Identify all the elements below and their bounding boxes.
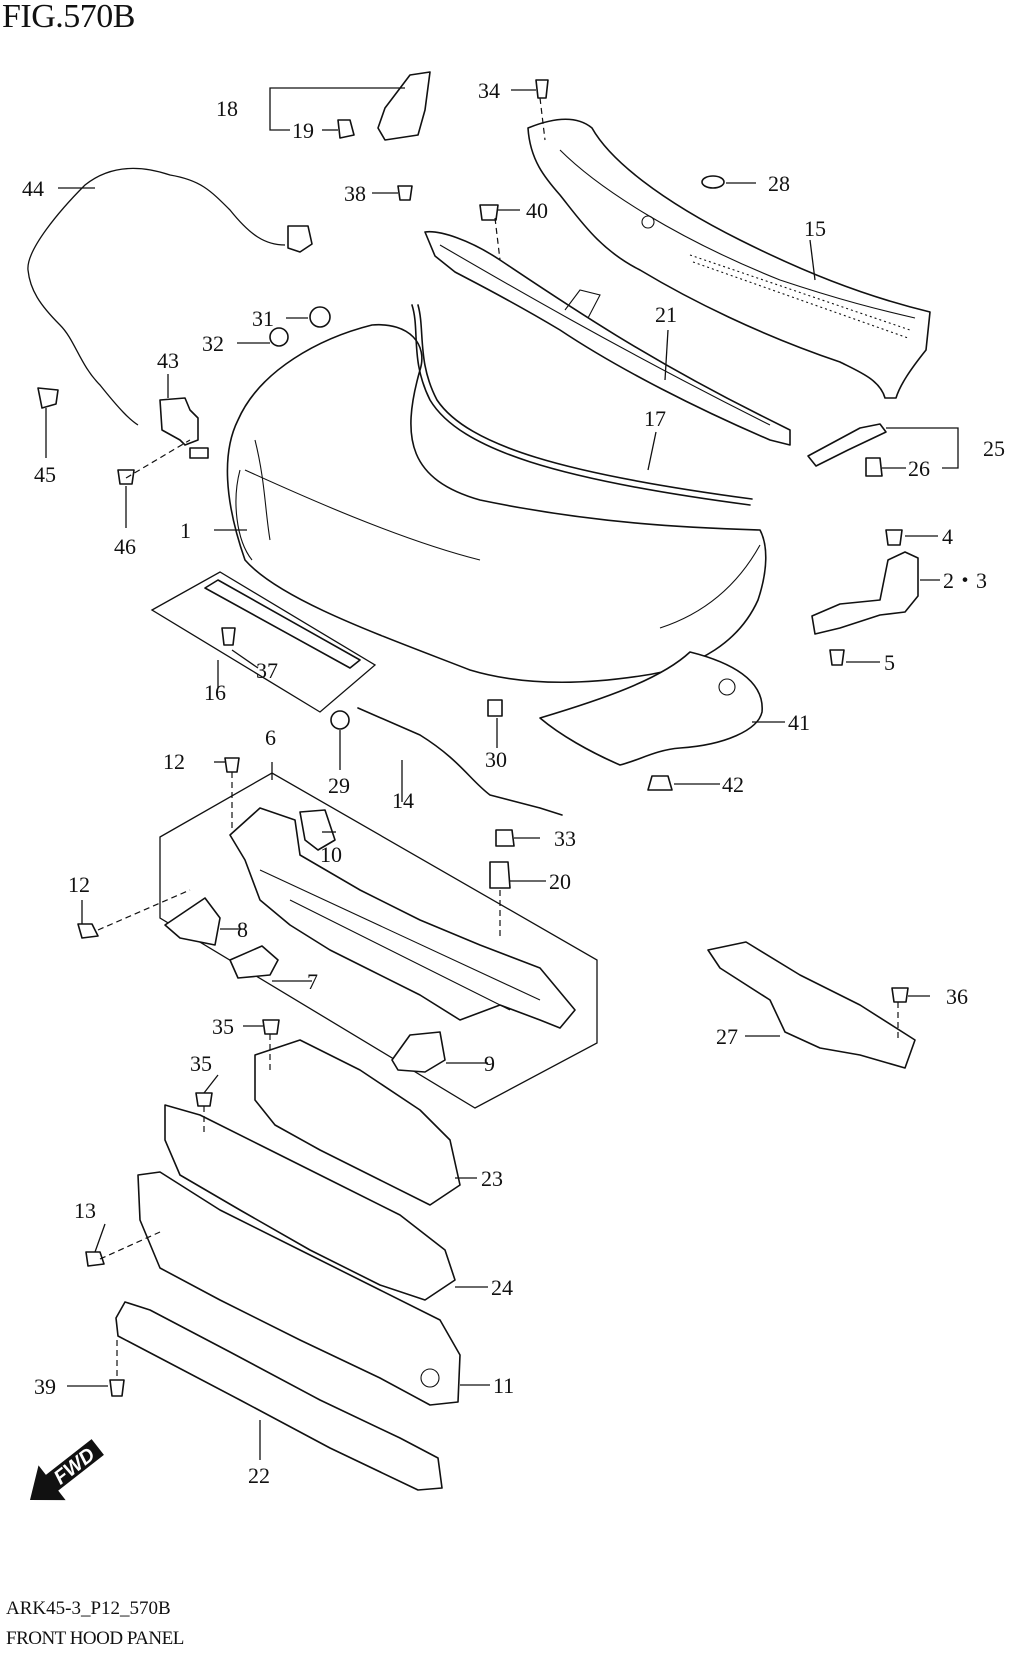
callout-21: 21: [655, 302, 677, 327]
callout-41: 41: [788, 710, 810, 735]
callout-12a: 12: [163, 749, 185, 774]
cap-28[interactable]: [701, 175, 725, 189]
air-duct-24[interactable]: [164, 1104, 456, 1301]
bolt-39[interactable]: [109, 1379, 125, 1397]
callout-22: 22: [248, 1463, 270, 1488]
callout-6: 6: [265, 725, 276, 750]
bracket-8[interactable]: [164, 897, 221, 946]
bracket-10[interactable]: [299, 809, 336, 851]
callout-20: 20: [549, 869, 571, 894]
cable-connector: [287, 225, 313, 253]
stay-holder-33[interactable]: [495, 829, 515, 847]
callout-27: 27: [716, 1024, 738, 1049]
callout-34: 34: [478, 78, 500, 103]
radiator-core-upper-member[interactable]: [229, 807, 576, 1029]
callout-40: 40: [526, 198, 548, 223]
callout-5: 5: [884, 650, 895, 675]
bumper-32[interactable]: [269, 327, 289, 347]
bolt-4[interactable]: [885, 529, 903, 546]
hood-weatherstrip[interactable]: [411, 304, 753, 506]
bolt-5[interactable]: [829, 649, 845, 666]
callout-43: 43: [157, 348, 179, 373]
callout-28: 28: [768, 171, 790, 196]
hood-release-cable[interactable]: [27, 167, 286, 426]
cowl-top-panel[interactable]: [527, 118, 931, 399]
bolt-35b[interactable]: [195, 1092, 213, 1107]
callout-44: 44: [22, 176, 44, 201]
clip-19[interactable]: [337, 119, 355, 139]
callout-19: 19: [292, 118, 314, 143]
callout-36: 36: [946, 984, 968, 1009]
cushion-20[interactable]: [489, 861, 511, 889]
callout-37: 37: [256, 658, 278, 683]
callout-23: 23: [481, 1166, 503, 1191]
screw-38[interactable]: [397, 185, 413, 201]
callout-15: 15: [804, 216, 826, 241]
bracket-9[interactable]: [391, 1031, 446, 1073]
callout-29: 29: [328, 773, 350, 798]
clip-29[interactable]: [330, 710, 350, 730]
callout-17: 17: [644, 406, 666, 431]
figure-code: ARK45-3_P12_570B: [6, 1598, 171, 1619]
hood-front-seal-16[interactable]: [150, 571, 377, 713]
callout-12b: 12: [68, 872, 90, 897]
bolt-36[interactable]: [891, 987, 909, 1003]
callout-2-3: 2・3: [943, 568, 987, 593]
callout-32: 32: [202, 331, 224, 356]
clip-40[interactable]: [479, 204, 499, 221]
bumper-31[interactable]: [309, 306, 331, 328]
bolt-12a[interactable]: [224, 757, 240, 773]
callout-30: 30: [485, 747, 507, 772]
figure-title: FIG.570B: [2, 0, 135, 35]
callout-35a: 35: [212, 1014, 234, 1039]
callout-33: 33: [554, 826, 576, 851]
hood-latch[interactable]: [159, 397, 209, 459]
callout-24: 24: [491, 1275, 513, 1300]
callout-31: 31: [252, 306, 274, 331]
clip-26[interactable]: [865, 457, 883, 477]
callouts: 1 2・3 4 5 6 7 8 9 10 11 12 12 13 14 15 1…: [22, 78, 1005, 1488]
figure-caption: FRONT HOOD PANEL: [6, 1628, 184, 1649]
fwd-direction-arrow: FWD: [30, 1439, 104, 1501]
callout-46: 46: [114, 534, 136, 559]
callout-9: 9: [484, 1051, 495, 1076]
bolt-46[interactable]: [117, 469, 135, 485]
clip-45[interactable]: [37, 387, 59, 409]
front-lower-member[interactable]: [137, 1171, 461, 1406]
callout-35b: 35: [190, 1051, 212, 1076]
callout-45: 45: [34, 462, 56, 487]
seal-25[interactable]: [807, 423, 887, 467]
hood-insulator[interactable]: [539, 651, 763, 766]
callout-7: 7: [307, 969, 318, 994]
bracket-7[interactable]: [229, 945, 279, 979]
callout-14: 14: [392, 788, 414, 813]
hood-lock-bracket[interactable]: [811, 551, 919, 635]
bumper-reinforcement-22[interactable]: [115, 1301, 443, 1491]
callout-38: 38: [344, 181, 366, 206]
bolt-35a[interactable]: [262, 1019, 280, 1035]
clip-42[interactable]: [647, 775, 673, 791]
callout-8: 8: [237, 917, 248, 942]
callout-11: 11: [493, 1373, 514, 1398]
air-duct-23[interactable]: [254, 1039, 461, 1206]
callout-25: 25: [983, 436, 1005, 461]
bolt-34[interactable]: [535, 79, 549, 99]
hood-support-rod[interactable]: [357, 707, 563, 816]
air-guide-27[interactable]: [707, 941, 916, 1069]
callout-4: 4: [942, 524, 953, 549]
callout-18: 18: [216, 96, 238, 121]
callout-10: 10: [320, 842, 342, 867]
bumper-30[interactable]: [487, 699, 503, 717]
callout-13: 13: [74, 1198, 96, 1223]
callout-16: 16: [204, 680, 226, 705]
callout-39: 39: [34, 1374, 56, 1399]
callout-1: 1: [180, 518, 191, 543]
callout-42: 42: [722, 772, 744, 797]
bolt-12b[interactable]: [77, 923, 99, 939]
callout-26: 26: [908, 456, 930, 481]
hood-seal-upper[interactable]: [377, 71, 431, 141]
